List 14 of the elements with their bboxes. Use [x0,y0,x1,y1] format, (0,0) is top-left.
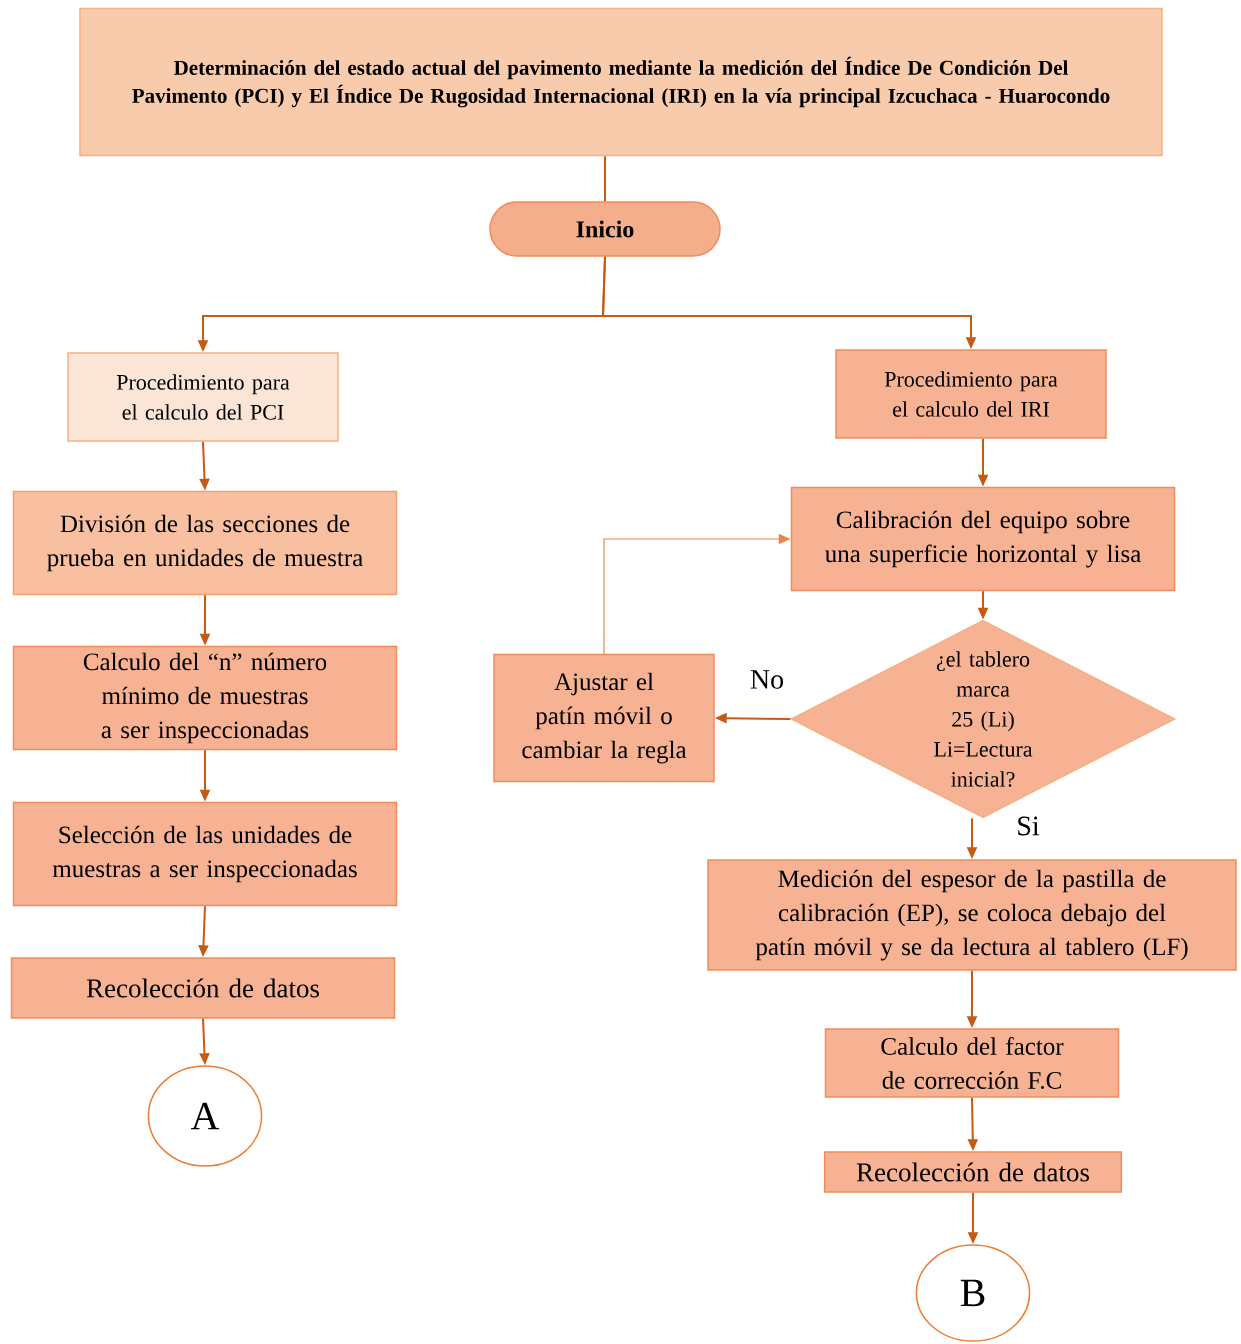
process-box: División de las secciones de prueba en unidades de muestra [12,490,398,596]
process-box: Ajustar el patín móvil o cambiar la regla [493,653,715,783]
process-box: Procedimiento para el calculo del IRI [835,349,1107,439]
process-box: Procedimiento para el calculo del PCI [67,352,339,442]
process-box: Calculo del factor de corrección F.C [824,1028,1120,1098]
process-box: Recolección de datos [10,957,396,1019]
process-box: Recolección de datos [823,1151,1123,1193]
process-box: Determinación del estado actual del pavimento mediante la medición del Índice De Condición Del Pavimento (PCI) y El Índice De Rugosidad Internacional (IRI) en la vía principal Izcuchaca - Huarocondo [79,7,1163,157]
process-box: Calibración del equipo sobre una superficie horizontal y lisa [790,486,1176,592]
start-terminal: Inicio [489,201,721,257]
process-box: Medición del espesor de la pastilla de calibración (EP), se coloca debajo del patín móvil y se da lectura al tablero (LF) [707,859,1237,971]
process-box: Calculo del “n” número mínimo de muestras a ser inspeccionadas [12,645,398,751]
edge-label: No [748,669,786,690]
process-box: Selección de las unidades de muestras a ser inspeccionadas [12,801,398,907]
